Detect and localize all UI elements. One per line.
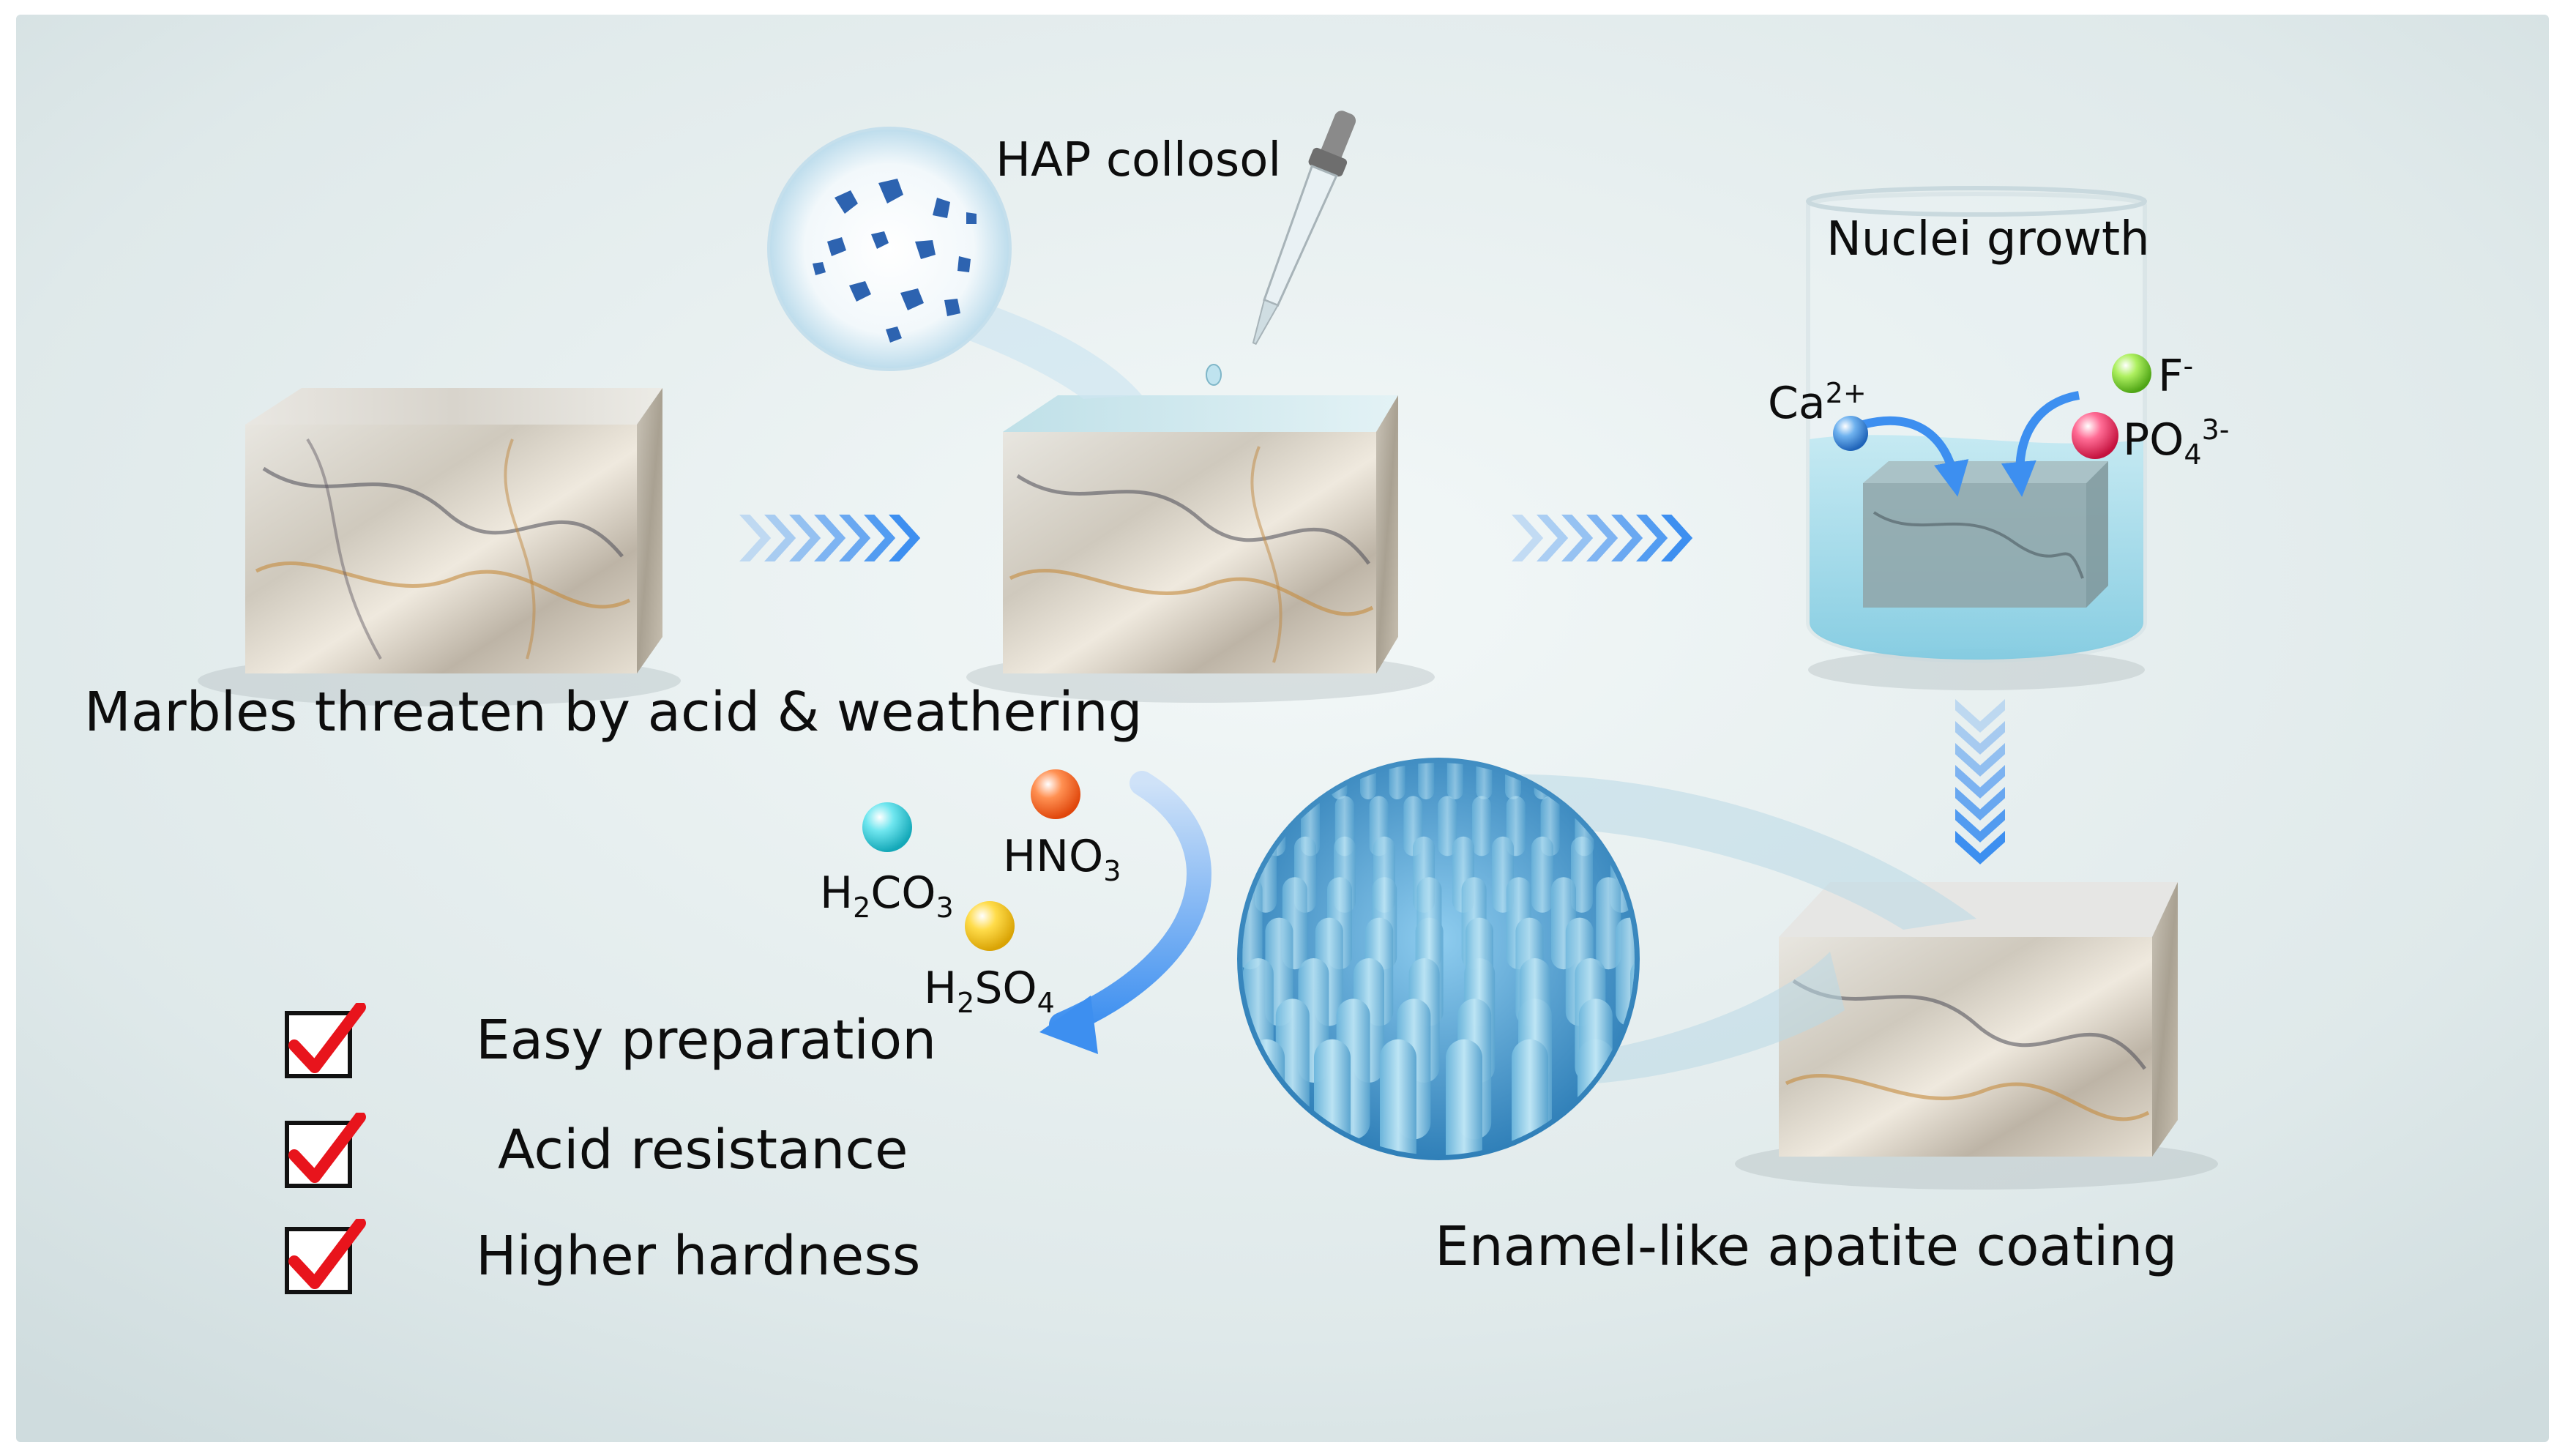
benefit-item-3: Higher hardness [278, 1219, 1010, 1299]
chevron-icon [864, 515, 896, 561]
checkbox-checked-icon [285, 1113, 366, 1188]
nanorod [1616, 917, 1635, 1026]
checkbox-checked-icon [285, 1003, 366, 1078]
enamel-coating-caption: Enamel-like apatite coating [1435, 1215, 2178, 1278]
chevron-icon [739, 515, 772, 561]
chevron-icon [889, 515, 921, 561]
chevron-icon [1561, 515, 1594, 561]
nanorod [1446, 763, 1463, 799]
chevron-icon [1955, 831, 2005, 865]
acid-attack-arrow [1039, 771, 1211, 1054]
chevron-icon [764, 515, 796, 561]
nanorod [1380, 1039, 1416, 1155]
chevron-icon [1512, 515, 1544, 561]
nitric-acid-label: HNO3 [1003, 831, 1121, 887]
nitric-acid-ball [1031, 769, 1080, 819]
nanorod [1596, 877, 1621, 970]
nanorod [1472, 796, 1491, 856]
chevron-icon [1955, 765, 2005, 799]
marble-block-hap-coated [966, 395, 1435, 703]
chevron-icon [1955, 809, 2005, 843]
nanorod [1531, 836, 1553, 913]
marble-block-untreated [198, 388, 681, 706]
chevron-icon [1636, 515, 1668, 561]
carbonic-acid-ball [862, 802, 912, 852]
beaker-nuclei-growth [1806, 186, 2147, 690]
nanorod [1438, 796, 1457, 856]
marble-block-apatite-coated [1735, 882, 2218, 1190]
nanorod [1571, 836, 1593, 913]
chevron-icon [814, 515, 846, 561]
chevron-icon [1955, 721, 2005, 755]
nanorod [1446, 1039, 1482, 1155]
chevron-icon [789, 515, 821, 561]
nanorod [1512, 1039, 1548, 1155]
sulfuric-acid-label: H2SO4 [924, 963, 1055, 1019]
process-arrow-3 [1955, 699, 2005, 865]
chevron-icon [1955, 743, 2005, 777]
process-arrow-2 [1512, 515, 1693, 561]
fluoride-ion-label: F- [2158, 350, 2194, 402]
chevron-icon [1661, 515, 1693, 561]
chevron-icon [1955, 699, 2005, 733]
process-arrow-1 [739, 515, 921, 561]
chevron-icon [1586, 515, 1618, 561]
benefit-item-1: Easy preparation [278, 1003, 1010, 1083]
pipette-dropper [1206, 111, 1356, 386]
nanorod [1418, 763, 1435, 799]
marbles-threat-caption: Marbles threaten by acid & weathering [84, 681, 1143, 744]
calcium-ion-ball [1833, 416, 1868, 451]
sulfuric-acid-ball [965, 901, 1015, 951]
chevron-icon [1537, 515, 1569, 561]
carbonic-acid-label: H2CO3 [820, 867, 954, 924]
nanorod [1314, 1039, 1351, 1155]
chevron-icon [1955, 787, 2005, 821]
chevron-icon [1611, 515, 1643, 561]
benefit-label: Easy preparation [476, 1009, 937, 1072]
benefit-label: Acid resistance [498, 1119, 908, 1181]
phosphate-ion-label: PO43- [2123, 414, 2230, 471]
phosphate-ion-ball [2072, 412, 2118, 459]
chevron-icon [839, 515, 871, 561]
nuclei-growth-label: Nuclei growth [1826, 212, 2150, 266]
fluoride-ion-ball [2112, 354, 2151, 393]
hap-nanoparticle-bubble [767, 127, 1142, 399]
hap-collosol-label: HAP collosol [996, 133, 1282, 187]
calcium-ion-label: Ca2+ [1768, 377, 1867, 429]
checkbox-checked-icon [285, 1219, 366, 1294]
benefit-label: Higher hardness [476, 1225, 921, 1288]
benefit-item-2: Acid resistance [278, 1113, 1010, 1193]
